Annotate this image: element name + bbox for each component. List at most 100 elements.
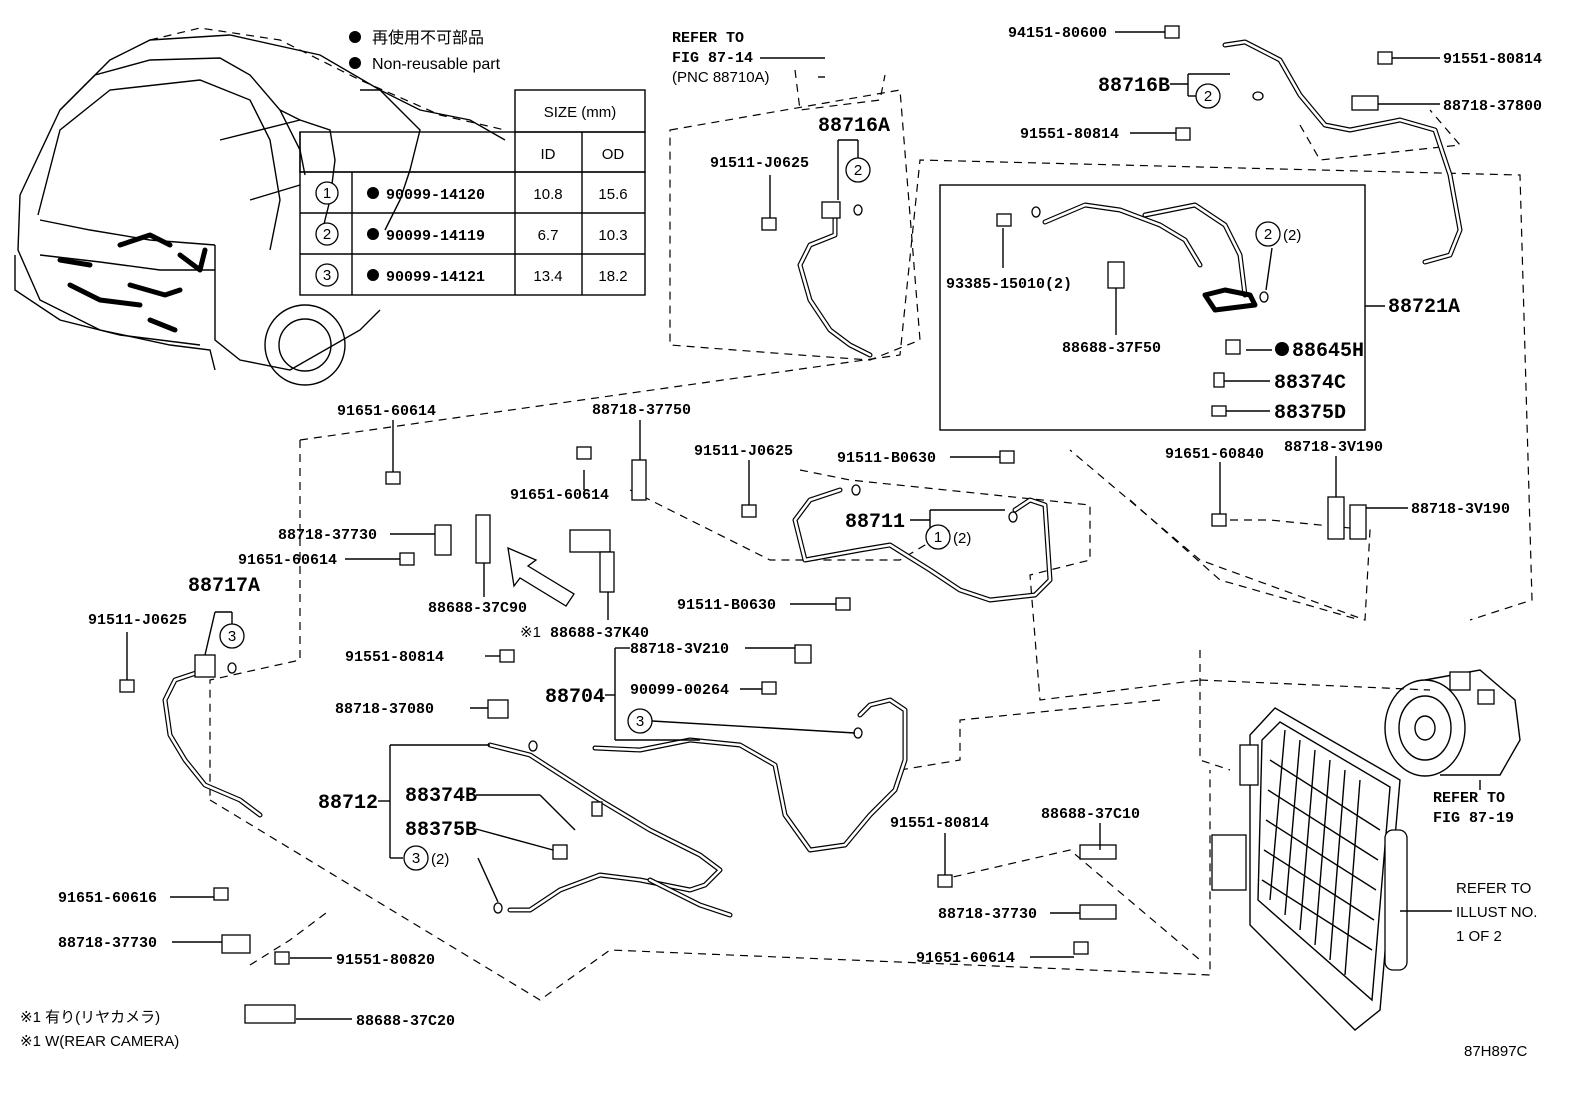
bolt-icon [499,649,515,663]
bolt-icon [761,681,777,695]
compressor-illustration [1384,669,1521,777]
refer-right-line2: FIG 87-19 [1433,810,1514,827]
pipes [162,39,1463,918]
part-label: 91651-60614 [510,487,609,504]
part-label: 88712 [318,792,378,815]
part-label: 88718-37730 [58,935,157,952]
switch-icon [1225,339,1241,355]
bracket-icon [1107,261,1125,289]
seal-qty: (2) [953,530,971,547]
footnotes: ※1 有り(リヤカメラ) ※1 W(REAR CAMERA) 87H897C [20,1009,1528,1060]
bullet-icon [349,57,361,69]
clamp-icon [1327,496,1345,540]
clamp-icon [1079,904,1117,920]
non-reusable-dot-icon [1275,342,1289,356]
part-label: 88688-37C20 [356,1013,455,1030]
part-label: 91511-B0630 [677,597,776,614]
table-row: 2 90099-14119 6.7 10.3 [315,222,628,246]
refer-right-line1: REFER TO [1433,790,1505,807]
part-label: 88718-37730 [938,906,1037,923]
bolt-icon [741,504,757,518]
o-ring-icon [528,740,538,752]
row-part: 90099-14121 [386,269,485,286]
bolt-icon [385,471,401,485]
part-label: 93385-15010(2) [946,276,1072,293]
part-label: 88688-37F50 [1062,340,1161,357]
assembly-boundaries [209,69,1533,1001]
part-label: 88688-37C10 [1041,806,1140,823]
fasteners [119,25,1393,1024]
part-label: 91651-60840 [1165,446,1264,463]
part-label: 88711 [845,511,905,534]
part-label: 88721A [1388,296,1460,319]
o-ring-icon [851,484,861,496]
row-od: 15.6 [598,186,627,203]
part-labels: 94151-80600 91551-80814 88716B 88718-378… [58,25,1542,1030]
row-part: 90099-14119 [386,228,485,245]
part-label: 88688-37K40 [550,625,649,642]
bolt-icon [1211,513,1227,527]
bolt-icon [835,597,851,611]
clamp-icon [434,524,452,556]
legend-en-text: Non-reusable part [372,56,501,73]
seal-qty: (2) [431,851,449,868]
bolt-icon [996,213,1012,227]
refer-top-line2: FIG 87-14 [672,50,753,67]
part-label: 88374B [405,785,477,808]
o-ring-icon [1008,511,1018,523]
svg-text:1: 1 [934,529,942,546]
cap-icon [1211,405,1227,417]
row-num: 1 [323,185,331,202]
bolt-icon [937,874,953,888]
legend: 再使用不可部品 Non-reusable part [349,29,501,73]
non-reusable-dot-icon [367,187,379,199]
valve-core-icon [591,801,603,817]
illustration-code: 87H897C [1464,1043,1528,1060]
part-label: 88717A [188,575,260,598]
assembly-box-88721a [939,184,1385,431]
footnote-jp: ※1 有り(リヤカメラ) [20,1009,160,1026]
clamp-icon [631,459,647,501]
part-label: 91651-60614 [337,403,436,420]
part-label: 88645H [1292,340,1364,363]
o-ring-icon [493,902,503,914]
bracket-icon [599,551,615,593]
row-part: 90099-14120 [386,187,485,204]
condenser-illustration [1211,707,1408,1031]
o-ring-icon [1259,291,1269,303]
bracket-icon [569,529,611,553]
bracket-icon [475,514,491,564]
o-ring-icon [853,204,863,216]
seal-markers: 2 2 2 (2) 1 (2) 3 3 3 (2) [219,83,1301,871]
svg-text:2: 2 [1264,226,1272,243]
o-ring-icon [1031,206,1041,218]
bolt-icon [119,679,135,693]
legend-jp-text: 再使用不可部品 [372,29,484,47]
bolt-icon [761,217,777,231]
bolt-icon [213,887,229,901]
refer-top-line1: REFER TO [672,30,744,47]
bolt-icon [399,552,415,566]
part-label: 88374C [1274,372,1346,395]
part-label: 91651-60616 [58,890,157,907]
bolt-icon [1073,941,1089,955]
size-table: SIZE (mm) ID OD 1 90099-14120 10.8 15.6 … [299,89,646,296]
svg-text:3: 3 [636,713,644,730]
bolt-icon [1175,127,1191,141]
part-label: 88718-37800 [1443,98,1542,115]
svg-text:2: 2 [1204,88,1212,105]
row-id: 10.8 [533,186,562,203]
part-label: 91551-80814 [890,815,989,832]
table-row: 3 90099-14121 13.4 18.2 [315,263,628,287]
clamp-icon [1351,95,1379,111]
bolt-icon [1377,51,1393,65]
o-ring-icon [1252,91,1264,101]
refer-top-line3: (PNC 88710A) [672,69,770,86]
leader-lines [126,31,1481,1020]
clamp-icon [1349,504,1367,540]
part-label: 91551-80814 [345,649,444,666]
direction-arrow-icon [507,546,575,607]
clamp-icon [221,934,251,954]
table-header-size: SIZE (mm) [544,104,617,121]
part-label: 91511-J0625 [88,612,187,629]
